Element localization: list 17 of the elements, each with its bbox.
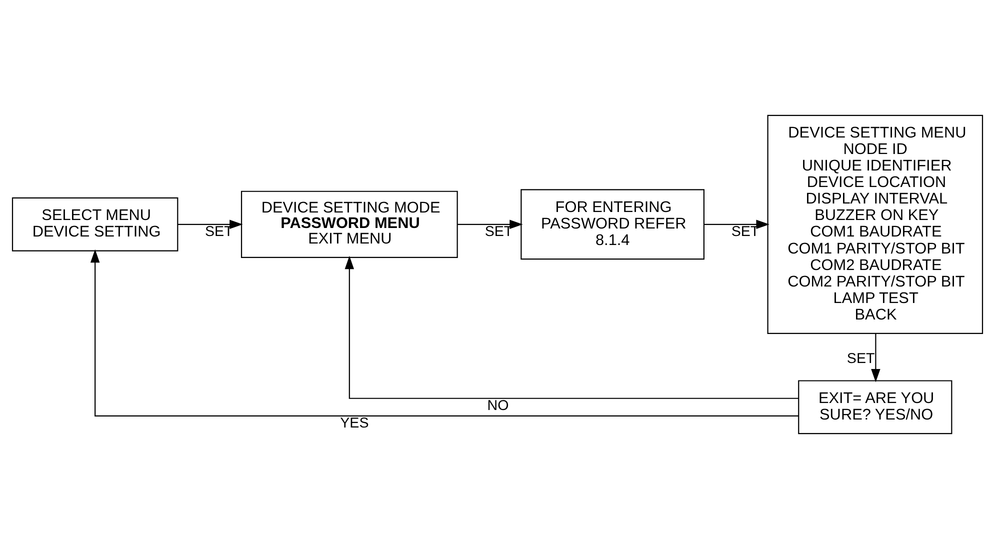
edge-label: SET — [484, 223, 513, 240]
arrow — [178, 219, 243, 229]
edge-label: SET — [731, 223, 760, 240]
node-box: DEVICE SETTING MENU NODE ID UNIQUE IDENTIFIER DEVICE LOCATION DISPLAY INTERVAL BUZZER ON KEY COM1 BAUDRATE COM1 PARITY/STOP BIT COM2 BAUDRATE COM2 PARITY/STOP BIT LAMP TEST BACK — [767, 114, 984, 334]
arrow — [344, 255, 798, 398]
node-box: DEVICE SETTING MODE PASSWORD MENU EXIT MENU — [240, 190, 458, 258]
edge-label: SET — [205, 223, 233, 240]
node-box: EXIT= ARE YOU SURE? YES/NO — [798, 380, 952, 434]
node-box: SELECT MENU DEVICE SETTING — [12, 196, 178, 251]
arrow — [90, 248, 799, 416]
edge-label: SET — [846, 350, 875, 367]
arrow — [871, 333, 880, 382]
arrow — [704, 219, 770, 229]
edge-label: YES — [340, 414, 369, 431]
arrow — [458, 219, 523, 229]
node-box: FOR ENTERING PASSWORD REFER 8.1.4 — [520, 188, 704, 260]
edge-label: NO — [487, 397, 509, 414]
